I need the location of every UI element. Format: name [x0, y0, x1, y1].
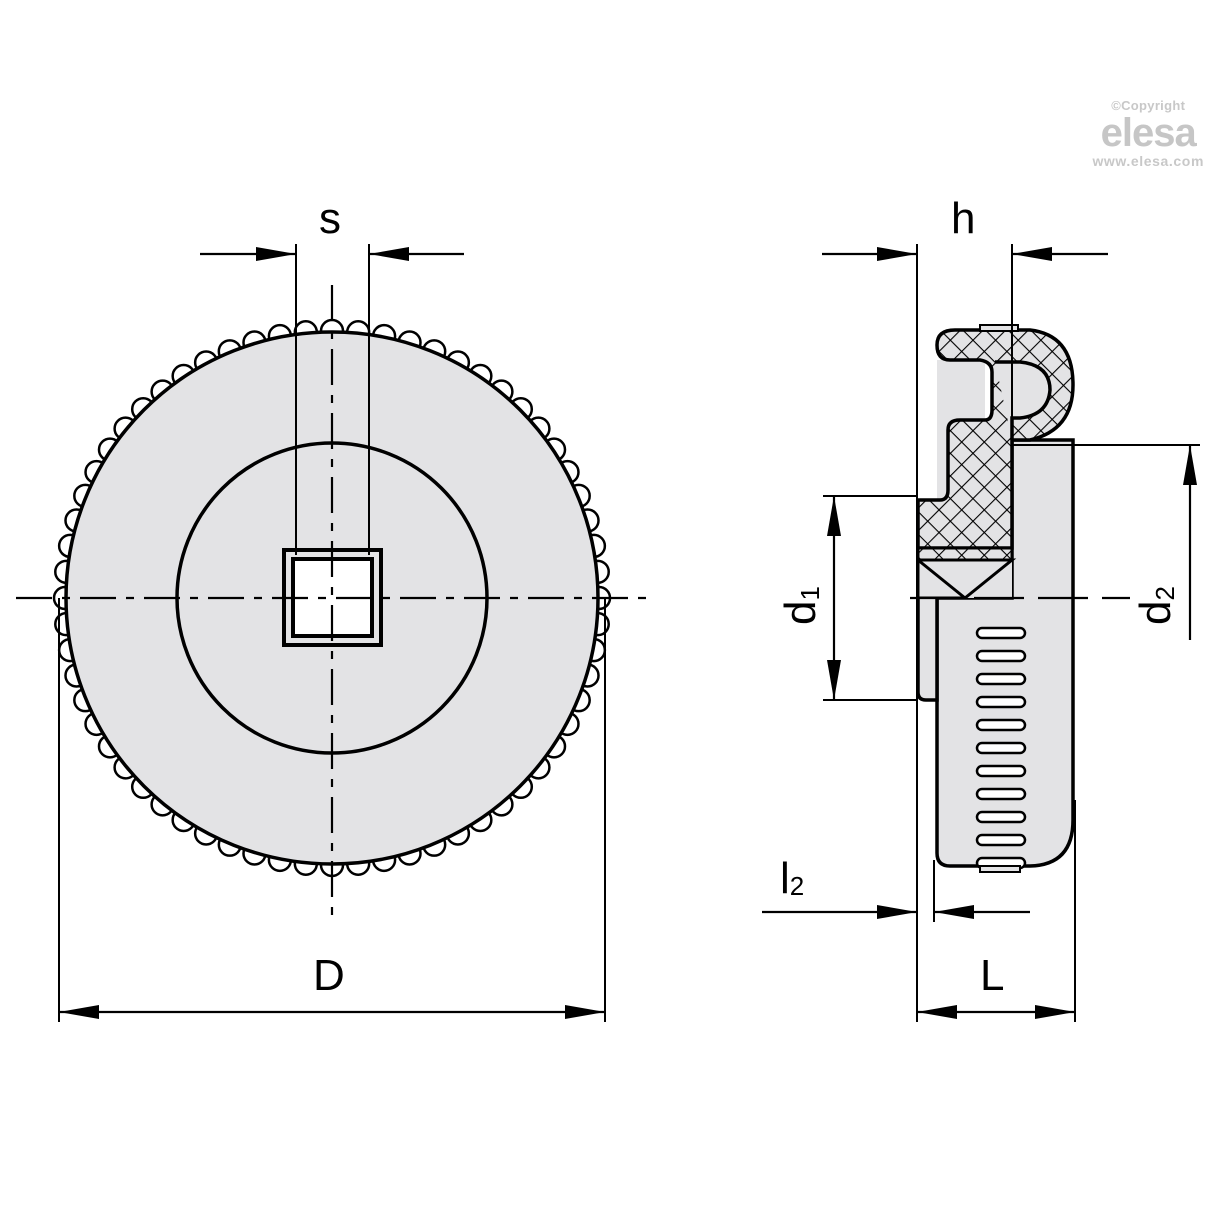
svg-text:d1: d1: [776, 586, 825, 625]
copyright-text: ©Copyright: [1111, 98, 1186, 113]
hatch-band: [916, 546, 1014, 562]
dimension-L: L: [917, 800, 1076, 1022]
front-view: s D: [16, 194, 650, 1022]
label-s: s: [319, 194, 341, 243]
label-h: h: [951, 194, 975, 243]
elesa-watermark: ©Copyright elesa www.elesa.com: [1092, 98, 1204, 169]
label-D: D: [313, 951, 345, 1000]
website-url: www.elesa.com: [1092, 153, 1204, 169]
label-d1-subscript: 1: [795, 586, 825, 600]
label-L: L: [980, 951, 1004, 1000]
dimension-s: s: [200, 194, 464, 555]
side-view: h d1 d2 l2: [762, 194, 1200, 1022]
label-d1: d: [776, 601, 825, 625]
label-l2: l: [780, 854, 790, 903]
dimension-D: D: [58, 598, 606, 1022]
cross-section-inner-curve: [995, 360, 1052, 440]
svg-text:l2: l2: [780, 854, 804, 903]
label-l2-subscript: 2: [790, 871, 804, 901]
hub-extension: [916, 598, 939, 702]
top-tab: [979, 324, 1019, 332]
knurl-ribs: [975, 626, 1027, 870]
label-d2: d: [1131, 601, 1180, 625]
label-d2-subscript: 2: [1150, 586, 1180, 600]
dimension-d2: d2: [1012, 444, 1200, 640]
elesa-logo: elesa: [1100, 111, 1197, 155]
dimension-d1: d1: [776, 495, 918, 701]
dimension-l2: l2: [762, 854, 1030, 922]
dimension-h: h: [822, 194, 1108, 1022]
svg-text:d2: d2: [1131, 586, 1180, 625]
bottom-tab: [979, 865, 1021, 873]
